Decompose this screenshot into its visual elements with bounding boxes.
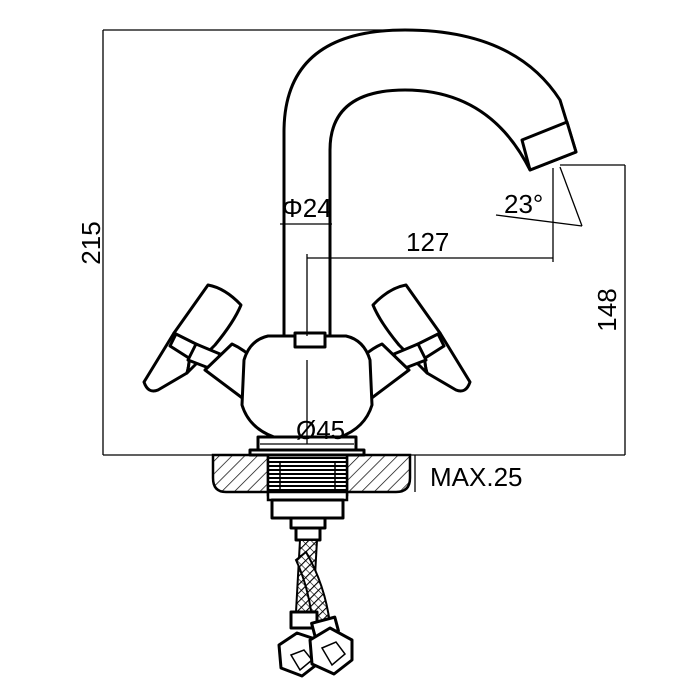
dimension-spout-height: 148	[560, 164, 626, 455]
dimension-pipe-diameter: Φ24	[280, 193, 332, 225]
label-spout-height: 148	[592, 288, 622, 331]
countertop-section	[211, 453, 412, 494]
hose-connectors	[277, 626, 354, 678]
dimension-spout-reach: 127	[306, 168, 554, 336]
label-height-total: 215	[76, 221, 106, 264]
supply-hoses	[289, 539, 340, 639]
mounting-nut	[270, 498, 345, 542]
label-spout-angle: 23°	[504, 189, 543, 219]
label-max-countertop: MAX.25	[430, 462, 523, 492]
dimension-spout-angle: 23°	[495, 166, 583, 227]
dimension-max-countertop: MAX.25	[414, 455, 523, 492]
spout	[282, 28, 578, 349]
dimension-base-diameter: Ø45	[260, 360, 354, 445]
label-spout-reach: 127	[406, 227, 449, 257]
threaded-shank	[266, 453, 349, 502]
dimension-height-total: 215	[76, 29, 625, 456]
label-pipe-diameter: Φ24	[282, 193, 332, 223]
label-base-diameter: Ø45	[296, 415, 345, 445]
